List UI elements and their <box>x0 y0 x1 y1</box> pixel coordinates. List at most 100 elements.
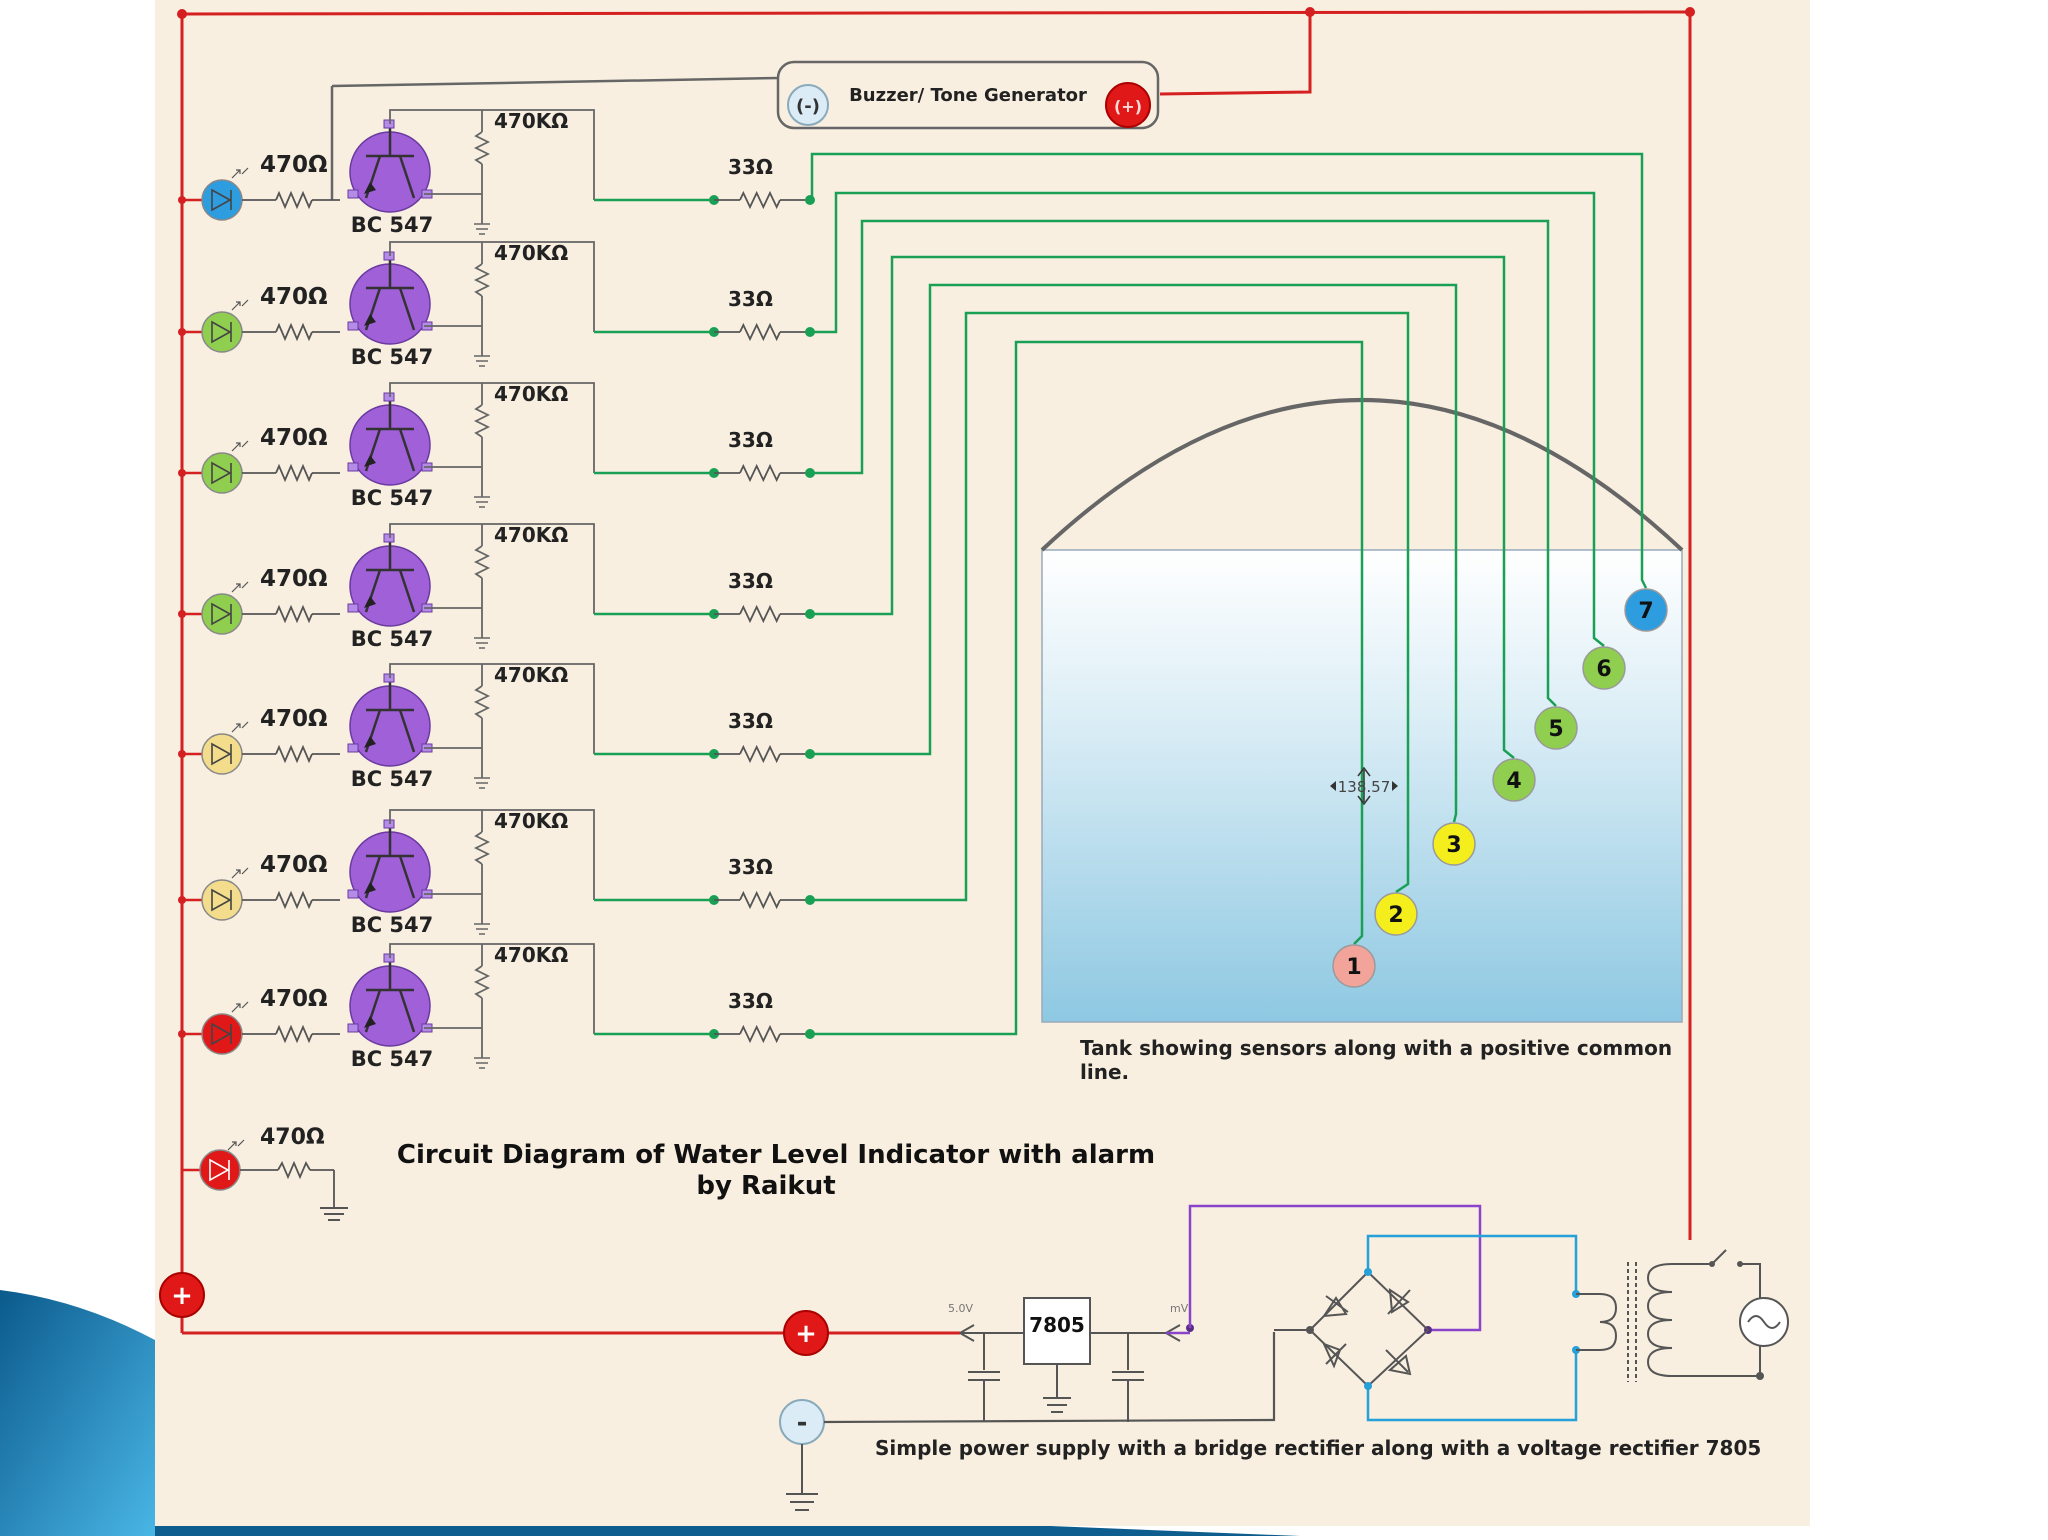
wire <box>389 809 595 900</box>
diode-symbol <box>211 602 232 626</box>
resistor-icon <box>275 463 313 483</box>
rail-junction-node <box>178 196 186 204</box>
led-resistor-label: 470Ω <box>260 706 328 732</box>
light-rays-icon <box>231 867 249 879</box>
base-resistor-label: 470KΩ <box>494 382 568 406</box>
wire <box>389 523 595 614</box>
transistor-pin <box>347 603 359 613</box>
sensor-resistor-label: 33Ω <box>728 155 773 179</box>
transistor-label: BC 547 <box>351 767 434 791</box>
sensor-probe-icon <box>1624 588 1668 632</box>
resistor-icon <box>473 404 491 438</box>
wire <box>389 943 595 1034</box>
wire <box>389 663 595 754</box>
resistor-icon <box>473 131 491 165</box>
rail-junction-node <box>178 1030 186 1038</box>
transistor-pin <box>347 743 359 753</box>
transistor-label: BC 547 <box>351 345 434 369</box>
tank-caption: Tank showing sensors along with a positi… <box>1080 1036 1679 1084</box>
light-rays-icon <box>231 1001 249 1013</box>
sensor-label: 7 <box>1638 599 1653 624</box>
input-probe-label: mV <box>1170 1302 1189 1315</box>
ground-icon <box>474 355 490 367</box>
led-icon <box>201 733 243 775</box>
tank-caption-line: Tank showing sensors along with a positi… <box>1080 1036 1672 1060</box>
ground-icon <box>474 923 490 935</box>
diode-symbol <box>211 461 232 485</box>
transistor-pin <box>383 119 395 129</box>
buzzer-tone-generator: (-) (+) Buzzer/ Tone Generator <box>776 60 1160 130</box>
diode-symbol <box>211 742 232 766</box>
sensor-wire <box>810 255 1515 759</box>
sensor-label: 3 <box>1446 833 1461 858</box>
transistor-label: BC 547 <box>351 627 434 651</box>
emitter-arrow-icon <box>364 314 376 326</box>
transistor-symbol <box>364 538 416 613</box>
resistor-icon <box>473 831 491 865</box>
transistor-pin <box>347 321 359 331</box>
resistor-icon <box>473 545 491 579</box>
led-resistor-label: 470Ω <box>260 852 328 878</box>
emitter-arrow-icon <box>364 882 376 894</box>
transistor-pin <box>347 1023 359 1033</box>
transistor-pin <box>383 819 395 829</box>
sensor-wire <box>810 283 1458 823</box>
led-resistor-label: 470Ω <box>260 566 328 592</box>
resistor-icon <box>739 190 781 210</box>
resistor-icon <box>277 1160 311 1180</box>
transistor-symbol <box>364 678 416 753</box>
transistor-label: BC 547 <box>351 1047 434 1071</box>
transistor-label: BC 547 <box>351 913 434 937</box>
wire <box>389 241 595 332</box>
emitter-arrow-icon <box>364 596 376 608</box>
led-resistor-label: 470Ω <box>260 284 328 310</box>
base-resistor-label: 470KΩ <box>494 241 568 265</box>
transistor-pin <box>347 462 359 472</box>
transistor-pin <box>347 889 359 899</box>
resistor-icon <box>275 322 313 342</box>
transistor-pin <box>383 392 395 402</box>
resistor-icon <box>275 744 313 764</box>
regulator-7805 <box>1023 1297 1091 1365</box>
wire <box>389 382 595 473</box>
dimension-label: 138.57 <box>1338 778 1391 796</box>
transformer-icon <box>1576 1249 1761 1382</box>
emitter-arrow-icon <box>364 455 376 467</box>
ground-icon <box>474 223 490 235</box>
sensor-wire <box>810 219 1557 707</box>
diode-symbol <box>211 188 232 212</box>
buzzer-label: Buzzer/ Tone Generator <box>849 85 1087 106</box>
output-probe-label: 5.0V <box>948 1302 973 1315</box>
ground-icon <box>474 1057 490 1069</box>
led-icon <box>201 1013 243 1055</box>
base-resistor-label: 470KΩ <box>494 809 568 833</box>
sensor-label: 2 <box>1388 903 1403 928</box>
ground-icon <box>474 496 490 508</box>
transistor-pin <box>383 533 395 543</box>
led-icon <box>201 593 243 635</box>
transistor-symbol <box>364 397 416 472</box>
sensor-label: 5 <box>1548 717 1563 742</box>
regulator-plus-terminal <box>783 1310 829 1356</box>
power-plus-terminal <box>159 1272 205 1318</box>
power-plus-label: + <box>171 1281 193 1311</box>
transistor-label: BC 547 <box>351 486 434 510</box>
led-resistor-label: 470Ω <box>260 152 328 178</box>
resistor-icon <box>739 1024 781 1044</box>
transistor-symbol <box>364 256 416 331</box>
sensor-wire <box>810 340 1364 1036</box>
ground-icon <box>1043 1397 1071 1413</box>
sensor-resistor-label: 33Ω <box>728 569 773 593</box>
output-probe-icon <box>959 1324 975 1342</box>
buzzer-plus-label: (+) <box>1114 97 1142 116</box>
resistor-icon <box>739 463 781 483</box>
base-resistor-label: 470KΩ <box>494 943 568 967</box>
transistor-pin <box>347 189 359 199</box>
led-icon <box>201 179 243 221</box>
light-rays-icon <box>231 721 249 733</box>
rail-junction-node <box>178 328 186 336</box>
